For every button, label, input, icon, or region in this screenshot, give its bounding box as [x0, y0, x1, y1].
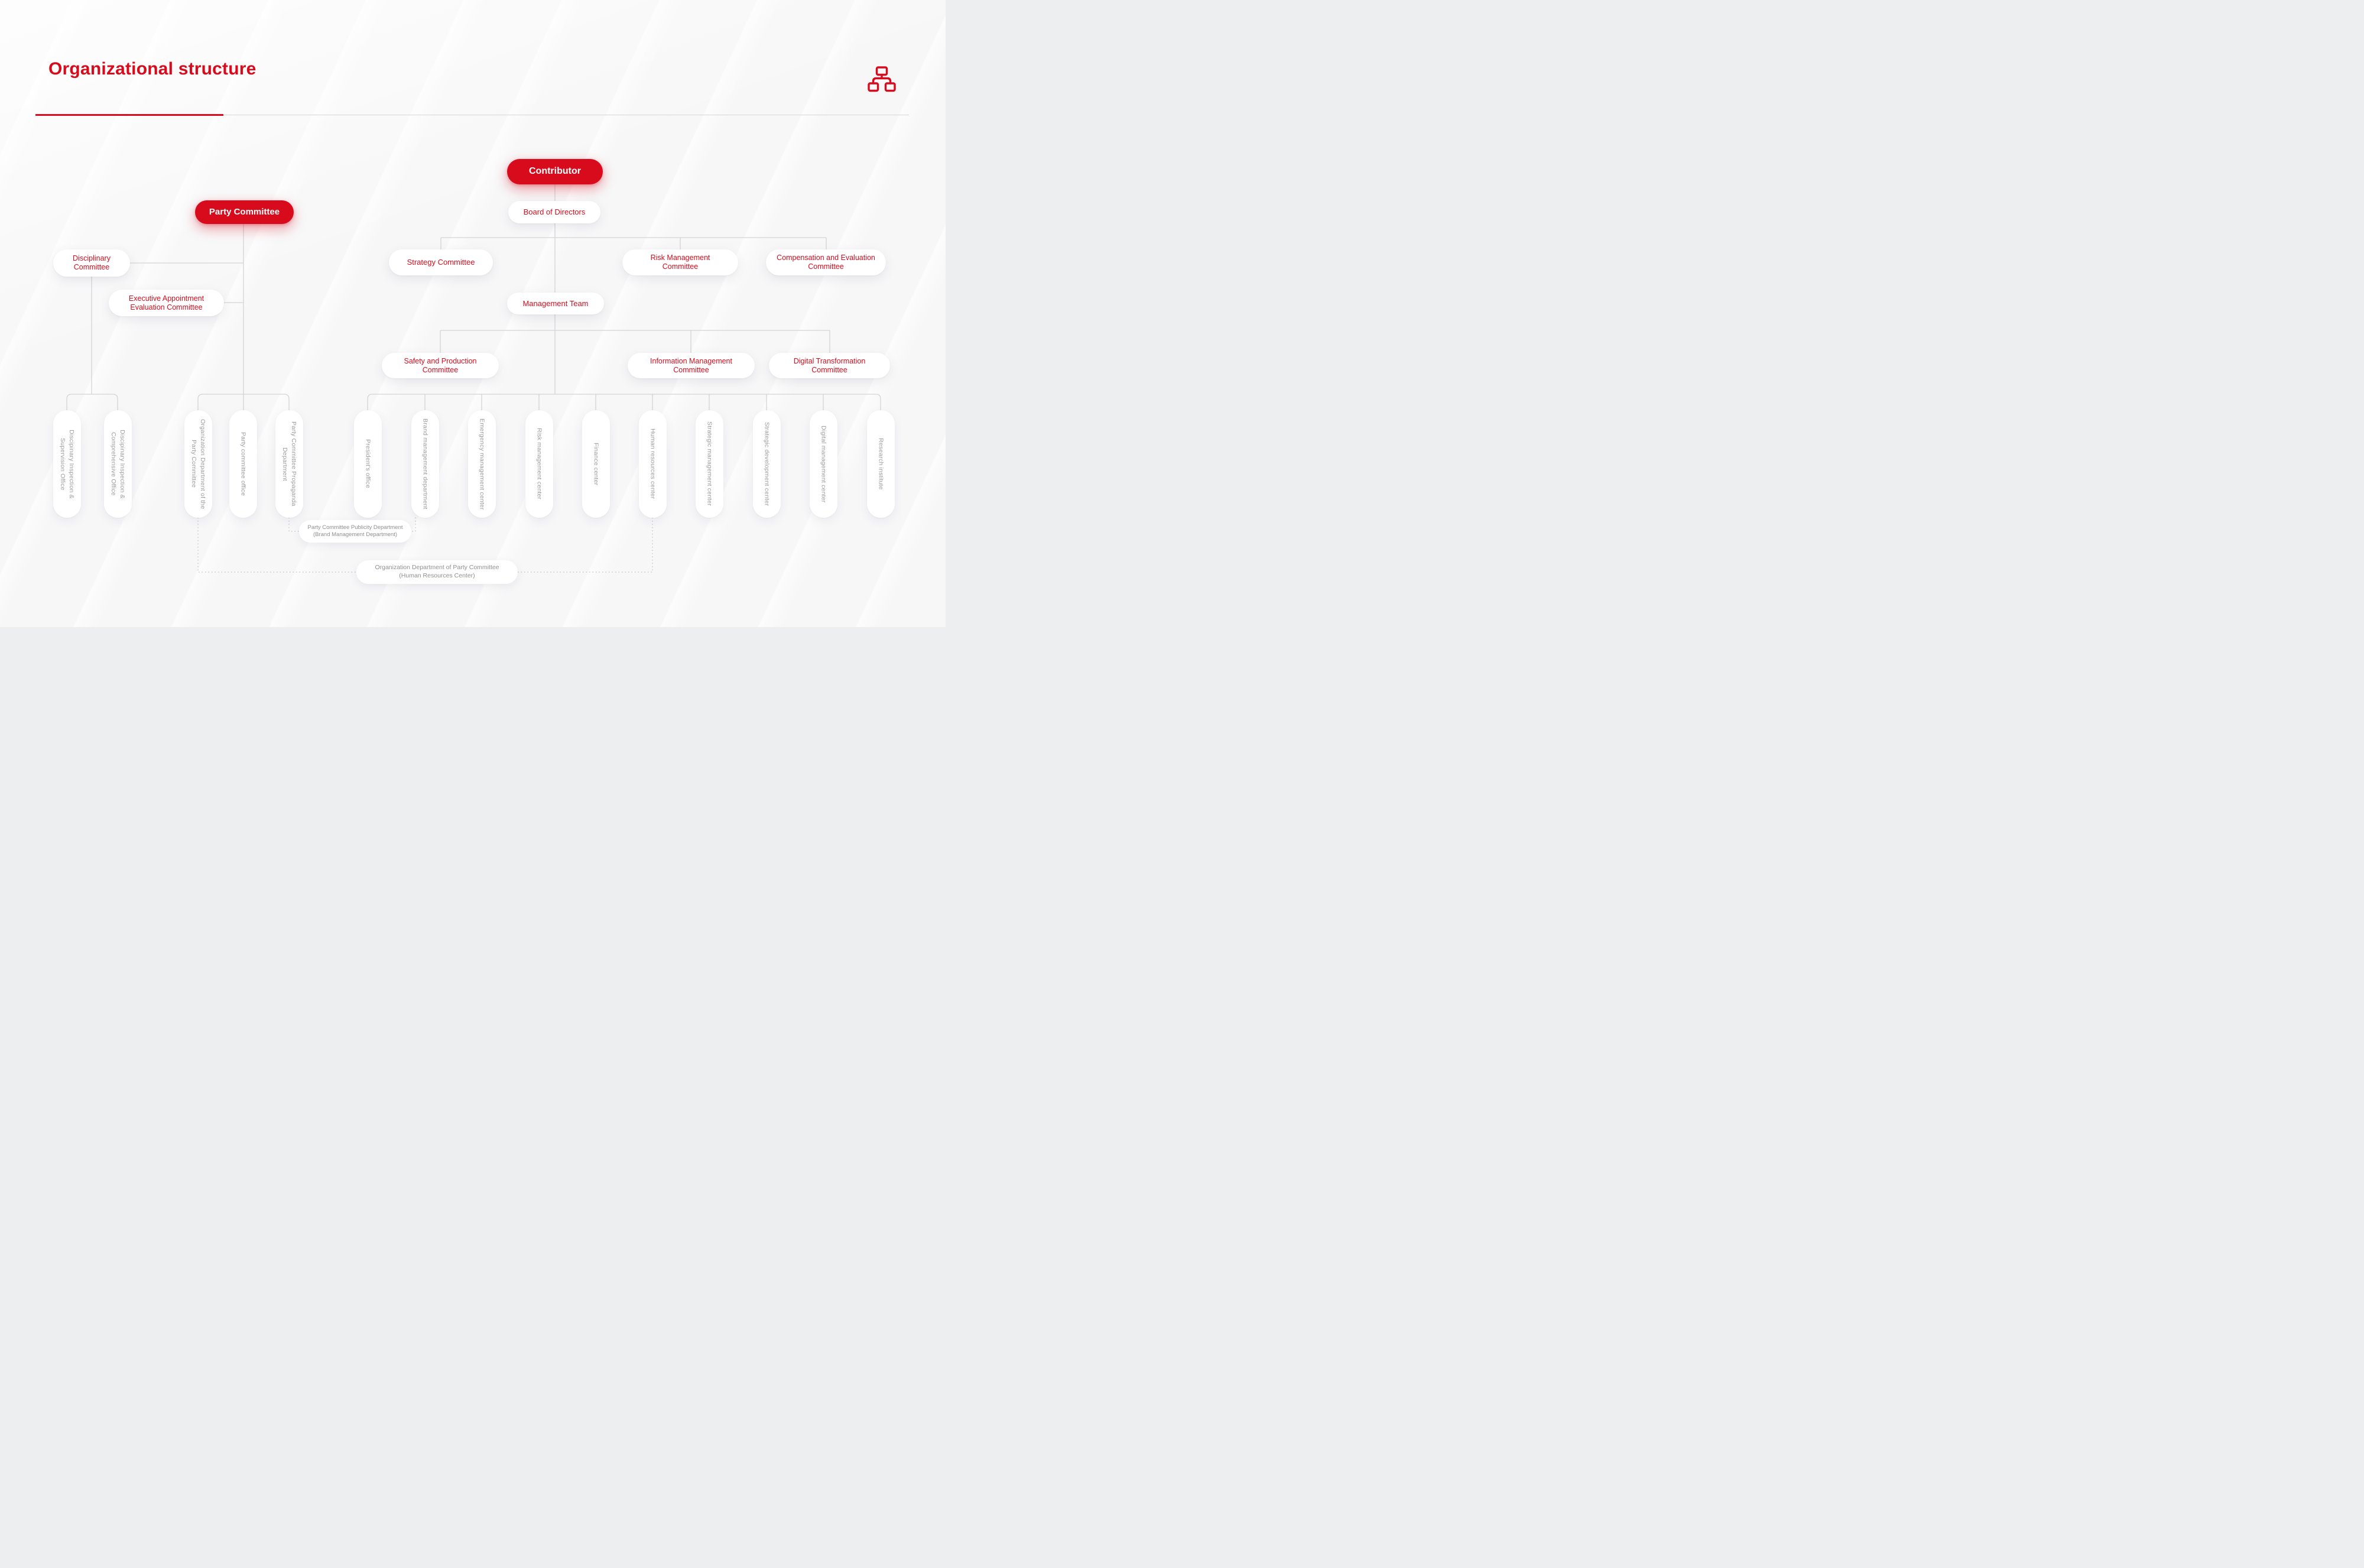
node-safety-production-committee-label: Safety and Production Committee: [404, 356, 477, 374]
node-management-team-label: Management Team: [522, 298, 589, 308]
node-disciplinary-committee: Disciplinary Committee: [53, 249, 130, 277]
dept-label: Risk management center: [535, 428, 543, 500]
dept-label: Finance center: [592, 442, 600, 486]
dept-label: Strategic development center: [763, 421, 771, 507]
node-digital-transformation-committee-label: Digital Transformation Committee: [793, 356, 866, 374]
dept-human-resources-center: Human resources center: [638, 410, 667, 518]
dept-label: Human resources center: [649, 428, 657, 499]
note-label: Party Committee Publicity Department (Br…: [307, 524, 403, 538]
dept-brand-management-department: Brand management department: [411, 410, 439, 518]
dept-label: Digital management center: [820, 425, 827, 503]
dept-label: Strategic management center: [706, 421, 713, 507]
title-underline-accent: [35, 114, 223, 116]
node-board-of-directors-label: Board of Directors: [523, 207, 586, 217]
dept-label: Research institute: [877, 438, 885, 490]
node-safety-production-committee: Safety and Production Committee: [382, 353, 499, 378]
dept-label: Emergency management center: [478, 418, 486, 510]
dept-party-committee-office: Party committee office: [229, 410, 257, 518]
dept-emergency-management-center: Emergency management center: [467, 410, 496, 518]
dept-disciplinary-inspection-comprehensive-office: Discipinary Inspection & Comprehensive O…: [103, 410, 132, 518]
node-disciplinary-committee-label: Disciplinary Committee: [73, 254, 111, 271]
connector-lines: [66, 184, 881, 573]
node-executive-appointment-committee: Executive Appointment Evaluation Committ…: [109, 290, 224, 316]
dept-organization-department-party-committee: Organization Department of the Party Com…: [184, 410, 212, 518]
node-management-team: Management Team: [507, 293, 604, 314]
dept-strategic-management-center: Strategic management center: [695, 410, 723, 518]
node-board-of-directors: Board of Directors: [508, 201, 600, 223]
node-risk-management-committee: Risk Management Committee: [622, 249, 738, 275]
dept-label: Brand management department: [421, 418, 429, 509]
dept-party-committee-propaganda-department: Party Committee Propaganda Department: [275, 410, 303, 518]
note-label: Organization Department of Party Committ…: [375, 564, 499, 579]
dept-digital-management-center: Digital management center: [809, 410, 837, 518]
node-digital-transformation-committee: Digital Transformation Committee: [769, 353, 890, 378]
node-compensation-evaluation-committee: Compensation and Evaluation Committee: [766, 249, 886, 275]
node-information-management-committee-label: Information Management Committee: [650, 356, 732, 374]
node-contributor: Contributor: [507, 159, 603, 184]
org-structure-slide: Organizational structure: [0, 0, 946, 627]
dept-research-institute: Research institute: [866, 410, 895, 518]
org-chart-icon: [868, 66, 896, 92]
dept-label: Party committee office: [239, 431, 247, 496]
dept-risk-management-center: Risk management center: [525, 410, 553, 518]
node-strategy-committee-label: Strategy Committee: [407, 258, 475, 267]
node-executive-appointment-committee-label: Executive Appointment Evaluation Committ…: [128, 294, 204, 311]
page-title: Organizational structure: [48, 59, 256, 79]
note-party-publicity-brand-management: Party Committee Publicity Department (Br…: [299, 520, 411, 543]
dept-presidents-office: President's office: [353, 410, 382, 518]
dept-label: President's office: [364, 439, 372, 489]
node-strategy-committee: Strategy Committee: [389, 249, 493, 275]
node-compensation-evaluation-committee-label: Compensation and Evaluation Committee: [777, 254, 875, 271]
node-risk-management-committee-label: Risk Management Committee: [650, 254, 710, 271]
dept-disciplinary-inspection-supervision-office: Discipinary Inspection & Supervision Off…: [53, 410, 81, 518]
dept-label: Discipinary Inspection & Comprehensive O…: [110, 429, 126, 499]
dept-label: Party Committee Propaganda Department: [281, 421, 297, 507]
dept-label: Organization Department of the Party Com…: [190, 418, 206, 509]
node-party-committee: Party Committee: [195, 200, 294, 224]
dept-label: Discipinary Inspection & Supervision Off…: [59, 429, 75, 499]
node-information-management-committee: Information Management Committee: [628, 353, 755, 378]
node-contributor-label: Contributor: [529, 166, 581, 177]
dept-strategic-development-center: Strategic development center: [752, 410, 781, 518]
note-organization-department-hr-center: Organization Department of Party Committ…: [356, 560, 518, 584]
dept-finance-center: Finance center: [582, 410, 610, 518]
node-party-committee-label: Party Committee: [209, 207, 280, 217]
